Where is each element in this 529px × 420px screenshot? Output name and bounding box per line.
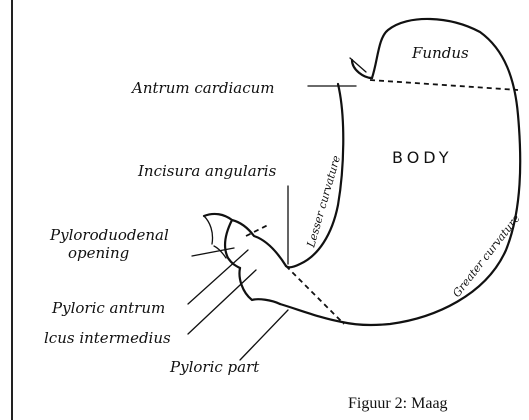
label-body: BODY: [392, 148, 453, 167]
figure-caption: Figuur 2: Maag: [348, 395, 448, 412]
label-fundus: Fundus: [411, 44, 469, 62]
stomach-greater-curvature-outline: [280, 19, 520, 325]
pyloroduodenal-outline: [204, 214, 286, 268]
label-greater-curvature: Greater curvature: [450, 212, 523, 300]
label-incisura-angularis: Incisura angularis: [137, 162, 277, 180]
label-antrum-cardiacum: Antrum cardiacum: [130, 79, 275, 97]
label-pyloric-antrum: Pyloric antrum: [51, 299, 165, 317]
label-lesser-curvature: Lesser curvature: [304, 154, 343, 250]
sulcus-intermedius-leader: [188, 270, 256, 334]
pyloric-part-leader: [240, 310, 288, 360]
label-pyloroduodenal-line2: opening: [68, 244, 129, 262]
fundus-boundary-line: [370, 80, 518, 90]
label-pyloric-part: Pyloric part: [169, 358, 260, 376]
pyloric-part-outline: [240, 268, 281, 304]
label-sulcus-intermedius: lcus intermedius: [44, 329, 171, 347]
label-pyloroduodenal-line1: Pyloroduodenal: [49, 226, 169, 244]
